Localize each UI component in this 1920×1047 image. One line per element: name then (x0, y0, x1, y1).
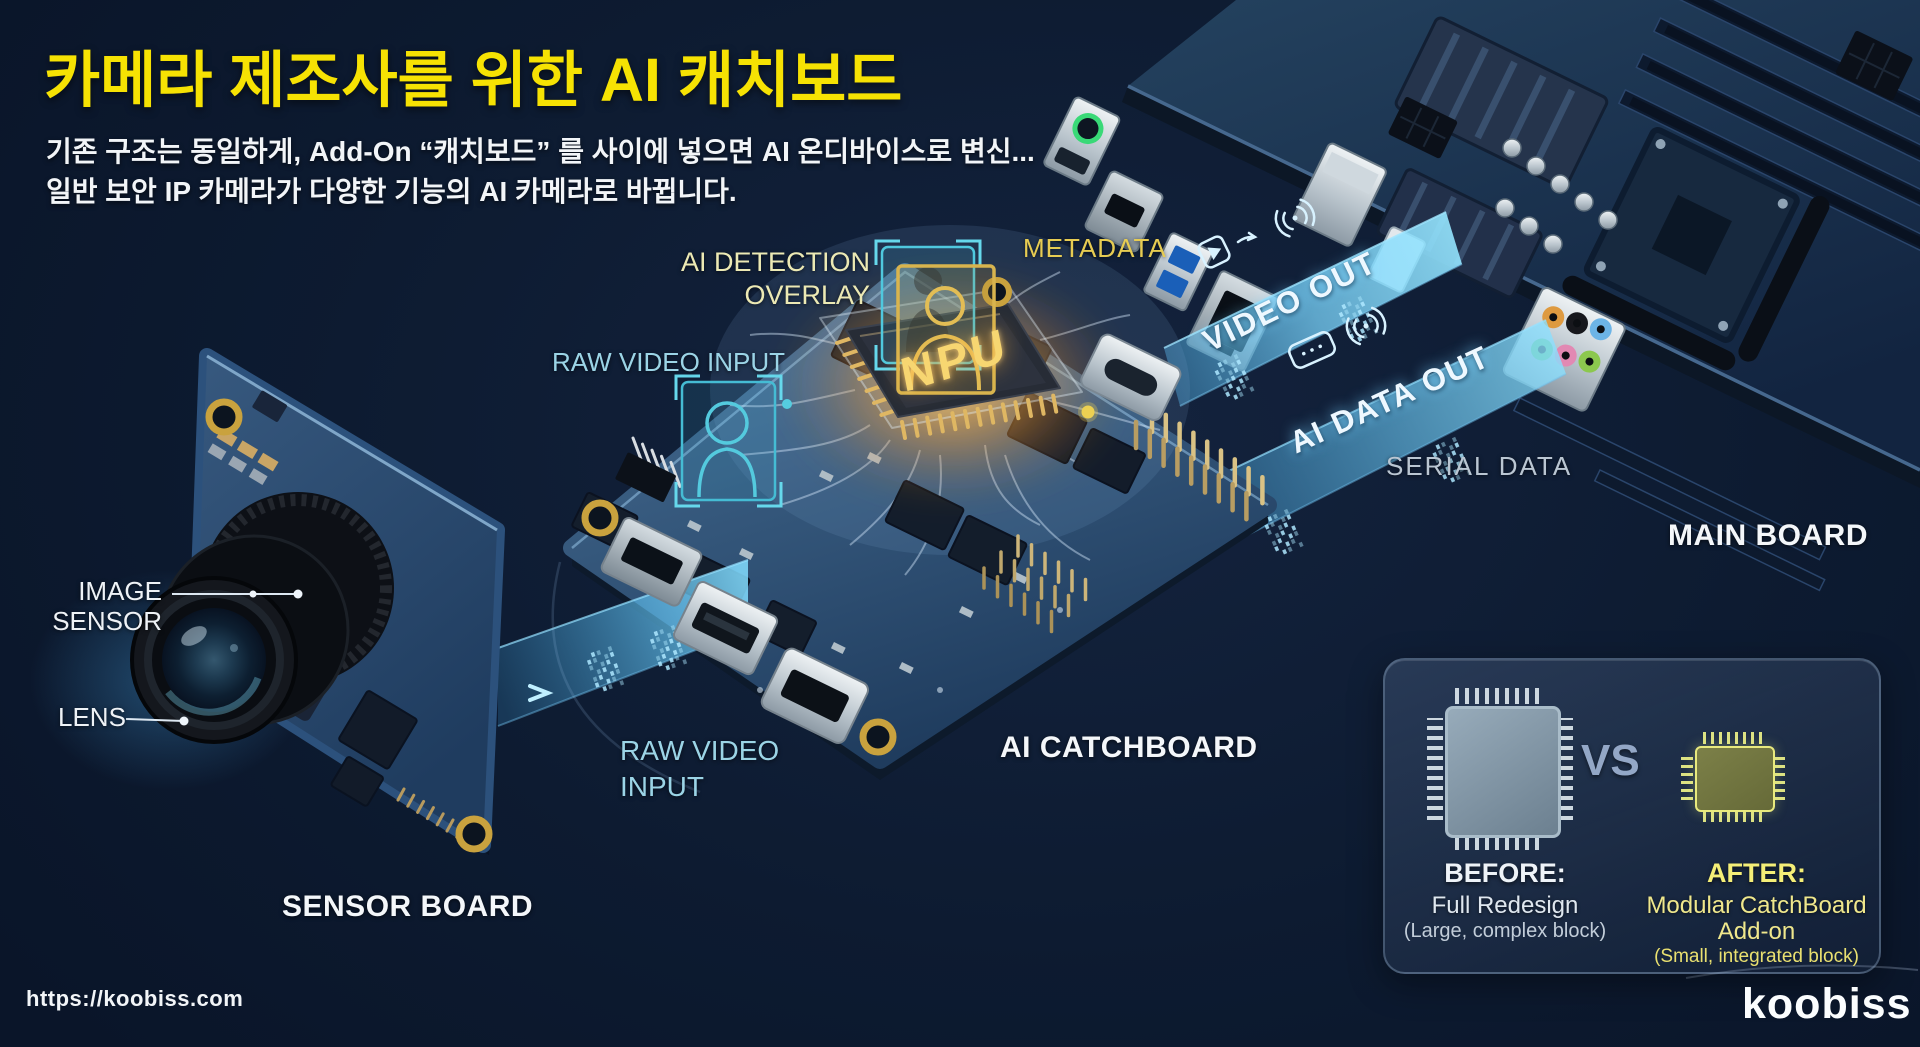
usb3-ports-icon (1143, 232, 1213, 312)
data-packet-icon (1288, 331, 1336, 369)
video-out-ribbon (1163, 211, 1463, 407)
chip-pins (1455, 834, 1545, 850)
before-chip-icon (1445, 706, 1561, 838)
ai-detection-overlay-label: AI DETECTION OVERLAY (620, 246, 870, 312)
before-heading: BEFORE: (1444, 858, 1566, 888)
play-icon (1197, 235, 1231, 269)
catchboard-graphic (563, 225, 1277, 780)
comparison-panel: VS BEFORE: Full Redesign (Large, complex… (1383, 658, 1881, 974)
koobiss-logo: koobiss (1742, 980, 1912, 1028)
subtitle-line-2: 일반 보안 IP 카메라가 다양한 기능의 AI 카메라로 바뀝니다. (46, 176, 737, 207)
usb-port-green-icon (1043, 96, 1121, 186)
screw-hole (455, 815, 493, 853)
capacitors-graphic (1495, 138, 1618, 254)
raw-video-input-bottom-label: RAW VIDEO INPUT (620, 733, 779, 805)
ghost-outline (551, 561, 701, 794)
heatsink-graphic (1376, 16, 1609, 299)
ai-catchboard-title: AI CATCHBOARD (1000, 731, 1258, 764)
person-detect-icon (909, 286, 981, 391)
sensor-board-title: SENSOR BOARD (282, 890, 534, 923)
before-line2: (Large, complex block) (1403, 920, 1607, 942)
chip-pins (1773, 754, 1785, 800)
raw-video-line2: INPUT (620, 771, 704, 802)
ai-detection-line2: OVERLAY (744, 280, 870, 310)
pin-header-bottom (982, 534, 1088, 634)
main-board-title: MAIN BOARD (1668, 519, 1868, 552)
pin-header-black (615, 436, 682, 502)
io-block-icon (1292, 142, 1387, 247)
lens-label: LENS (58, 702, 126, 732)
broadcast-wave-icon (1345, 306, 1387, 346)
metadata-label: METADATA (1023, 233, 1167, 263)
chip-pins (1557, 718, 1573, 820)
raw-video-line1: RAW VIDEO (620, 735, 780, 766)
ribbon-icons (1197, 198, 1387, 369)
cpu-socket-graphic (1562, 127, 1830, 371)
hdmi-connector2-icon (760, 647, 869, 744)
image-sensor-label: IMAGE SENSOR (38, 576, 162, 636)
after-heading: AFTER: (1707, 858, 1806, 888)
before-line1: Full Redesign (1431, 892, 1579, 919)
chip-pins (1703, 732, 1763, 744)
after-chip-icon (1695, 746, 1775, 812)
hdmi-port-icon (1084, 170, 1164, 253)
broadcast-wave-icon (1274, 198, 1316, 238)
leader-lines (125, 264, 1098, 726)
vs-label: VS (1581, 736, 1640, 785)
after-line2: Add-on (1717, 918, 1796, 945)
screw-hole (205, 398, 243, 436)
after-line1: Modular CatchBoard (1646, 892, 1867, 919)
catchboard-connectors (600, 333, 1182, 744)
serial-data-label: SERIAL DATA (1386, 451, 1573, 481)
raw-video-input-top-label: RAW VIDEO INPUT (552, 347, 786, 377)
ai-detection-line1: AI DETECTION (680, 247, 870, 277)
arrow-icon (1236, 231, 1258, 244)
hdmi-connector-icon (600, 517, 703, 607)
usbc-connector-icon (1080, 333, 1182, 422)
detection-frame-gold (896, 264, 996, 395)
raw-input-frame-teal (674, 374, 792, 508)
chip-pins (1681, 754, 1693, 800)
npu-chip (777, 265, 1127, 505)
after-line3: (Small, integrated block) (1654, 946, 1859, 967)
sensor-board-chips (207, 390, 465, 839)
lens-graphic (130, 492, 394, 744)
chip-pins (1703, 810, 1763, 822)
chip-pins (1427, 718, 1443, 820)
main-board-graphic (1043, 0, 1920, 592)
chip-pins (1455, 688, 1545, 704)
swoosh-line (1685, 964, 1919, 979)
image-sensor-line1: IMAGE (78, 576, 162, 606)
image-sensor-line2: SENSOR (52, 606, 162, 636)
pcie-slots-graphic (1512, 396, 1827, 592)
power-connector-graphic (1388, 31, 1913, 159)
screw-holes (581, 277, 1012, 756)
subtitle-line-1: 기존 구조는 동일하게, Add-On “캐치보드” 를 사이에 넣으면 AI … (46, 136, 1035, 167)
usb-connector-icon (672, 581, 779, 676)
person-outline-icon (697, 401, 757, 498)
page-title: 카메라 제조사를 위한 AI 캐치보드 (44, 46, 903, 114)
sensor-board-graphic (30, 348, 505, 855)
website-url[interactable]: https://koobiss.com (26, 986, 244, 1011)
raw-video-ribbon (497, 559, 749, 727)
